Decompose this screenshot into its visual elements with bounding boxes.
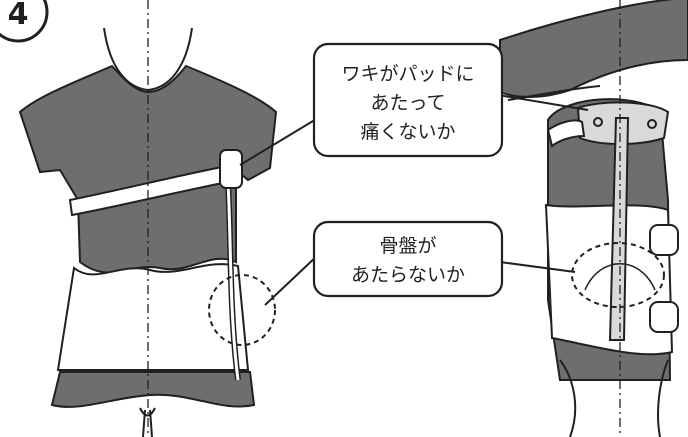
axillary-pad [219,149,243,189]
lower-side-strap [649,301,679,333]
callout-pelvis: 骨盤が あたらないか [264,220,576,306]
callout-armpit-line-3: 痛くないか [360,121,455,143]
torso [18,64,278,274]
callout-armpit-line-1: ワキがパッドに [341,63,474,85]
callout-pelvis-line-2: あたらないか [351,264,465,286]
callout-armpit-line-2: あたって [370,92,445,114]
callout-pelvis-line-1: 骨盤が [379,235,436,257]
front-brace-shell [56,263,250,371]
pelvis-highlight-front [208,274,276,346]
side-upright-bar [608,117,630,341]
side-brace-shell [544,203,674,356]
front-view-figure [18,0,278,437]
callout-armpit: ワキがパッドに あたって 痛くないか [239,42,589,166]
side-view-figure [499,0,688,437]
hip-band [50,371,256,408]
step-badge: 4 [0,0,49,43]
pelvis-highlight-side [571,242,665,308]
raised-arm [499,0,688,98]
upper-side-strap [649,224,679,256]
step-number: 4 [8,0,29,32]
